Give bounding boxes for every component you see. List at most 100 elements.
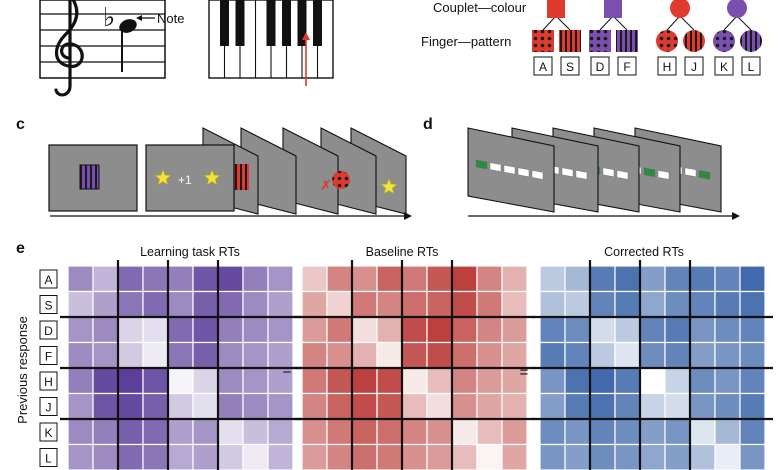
heatmap-cell (401, 392, 428, 420)
heatmap-cell (614, 290, 641, 318)
key-label: A (539, 60, 547, 74)
stimulus-stripes-red (233, 164, 249, 190)
heatmap-cell (714, 265, 741, 293)
heatmap-cell (376, 290, 403, 318)
key-box (560, 56, 580, 76)
heatmap-cell (501, 265, 528, 293)
black-key (235, 0, 245, 46)
sequence-square (475, 159, 488, 170)
heatmap-cell (639, 443, 666, 470)
heatmap-cell (326, 341, 353, 369)
panel-c-trial-sequence: ✗ +1 (48, 127, 412, 220)
sequence-square (698, 170, 711, 180)
heatmap-cell (192, 392, 219, 420)
stimulus-stripes-purple (79, 164, 100, 190)
heatmap-cell (242, 290, 269, 318)
heatmap-cell (639, 290, 666, 318)
arrow-up-icon (302, 32, 310, 40)
heatmap-cell (589, 316, 616, 344)
minus-operator: − (283, 364, 292, 381)
heatmap-cell (326, 367, 353, 395)
treble-clef-icon (54, 0, 84, 97)
row-label-box (39, 397, 58, 416)
tree-edge (542, 15, 557, 31)
heatmap-cell (614, 418, 641, 446)
couplet-label: Couplet—colour (433, 0, 527, 15)
heatmap-cell (351, 265, 378, 293)
heatmap-cell (142, 341, 169, 369)
row-label-box (39, 448, 58, 467)
heatmap-cell (301, 367, 328, 395)
heatmap-cell (401, 367, 428, 395)
tree-edge (599, 15, 614, 31)
heatmap-cell (167, 341, 194, 369)
heatmap-cell (92, 316, 119, 344)
sequence-square (602, 167, 615, 178)
heatmap-cell (217, 418, 244, 446)
row-label: A (44, 273, 52, 287)
heatmap-cell (376, 418, 403, 446)
flat-symbol: ♭ (103, 2, 115, 32)
heatmap-cell (67, 367, 94, 395)
heatmap-cell (67, 265, 94, 293)
heatmap-cell (589, 367, 616, 395)
heatmap-cell (326, 316, 353, 344)
heatmap-cell (267, 341, 294, 369)
black-key (282, 0, 291, 46)
heatmap-cell (451, 341, 478, 369)
heatmap-cell (67, 392, 94, 420)
heatmap-cell (501, 392, 528, 420)
heatmap-cell (376, 367, 403, 395)
error-cross-icon: ✗ (320, 177, 332, 193)
sequence-square (531, 170, 544, 180)
heatmap-cell (714, 418, 741, 446)
stimulus-square (589, 30, 611, 52)
heatmap-cell (242, 316, 269, 344)
heatmap-cell (267, 316, 294, 344)
heatmap-cell (167, 392, 194, 420)
key-box (684, 56, 704, 76)
heatmap-cell (739, 367, 766, 395)
stimulus-circle (713, 30, 735, 52)
heatmap-cell (564, 265, 591, 293)
heatmap-cell (142, 265, 169, 293)
star-icon (380, 178, 398, 195)
heatmap-cell (326, 418, 353, 446)
heatmap-cell (614, 392, 641, 420)
stimulus-circle (740, 30, 762, 52)
heatmap-cell (451, 443, 478, 470)
heatmap-cell (67, 290, 94, 318)
black-key (220, 0, 229, 46)
heatmap-cell (401, 443, 428, 470)
heatmap-cell (614, 443, 641, 470)
panel-label-e: e (16, 240, 25, 257)
stimulus-dots-red (332, 171, 350, 189)
heatmap-cell (301, 443, 328, 470)
heatmap-cell (714, 392, 741, 420)
heatmap-cell (326, 443, 353, 470)
heatmap-cell (564, 290, 591, 318)
heatmap-cell (664, 316, 691, 344)
couplet-square (547, 0, 565, 18)
heatmap-cell (664, 341, 691, 369)
heatmap-1 (294, 260, 535, 470)
heatmap-cell (426, 392, 453, 420)
row-label: S (44, 299, 52, 313)
heatmap-cell (739, 443, 766, 470)
heatmap-cell (92, 290, 119, 318)
heatmap-cell (476, 443, 503, 470)
row-label: H (44, 375, 53, 389)
heatmap-cell (689, 367, 716, 395)
heatmap-cell (401, 341, 428, 369)
heatmap-cell (401, 290, 428, 318)
heatmap-cell (589, 392, 616, 420)
arrow-right-icon (732, 212, 740, 220)
sequence-square (684, 167, 697, 178)
heatmap-cell (351, 418, 378, 446)
heatmap-cell (351, 392, 378, 420)
heatmap-cell (689, 418, 716, 446)
stimulus-circle (683, 30, 705, 52)
heatmap-cell (217, 341, 244, 369)
heatmap-cell (67, 443, 94, 470)
stimulus-square (532, 30, 554, 52)
